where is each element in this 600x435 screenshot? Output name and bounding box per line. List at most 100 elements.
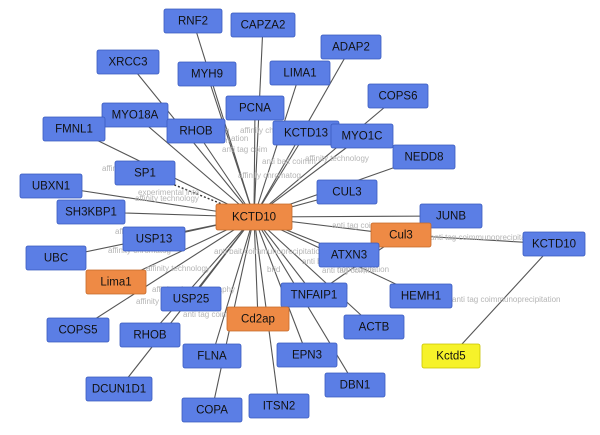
node-flna[interactable]: FLNA (182, 343, 242, 369)
node-label: CUL3 (332, 187, 361, 199)
node-box (181, 397, 243, 423)
node-lima1[interactable]: LIMA1 (269, 60, 331, 86)
node-lima1[interactable]: Lima1 (85, 269, 147, 295)
node-cops6[interactable]: COPS6 (367, 83, 429, 109)
node-tnfaip1[interactable]: TNFAIP1 (280, 282, 348, 308)
edge-label: brid (267, 265, 280, 274)
node-ubxn1[interactable]: UBXN1 (19, 173, 83, 199)
edge-KCTD10_hub-ACTB (253, 216, 375, 328)
node-label: KCTD13 (284, 128, 328, 140)
edge-KCTD10_hub-FLNA (211, 216, 255, 357)
node-box (166, 118, 226, 144)
node-box (330, 123, 394, 149)
node-box (46, 317, 110, 343)
node-cul3[interactable]: CUL3 (316, 179, 378, 205)
edge-KCTD10_hub-PCNA (253, 107, 256, 218)
edge-label: anti tag coim (222, 145, 268, 154)
node-box (114, 160, 176, 186)
node-box (215, 203, 293, 231)
node-box (316, 179, 378, 205)
edge-label: affinity technology (305, 154, 369, 163)
node-myh9[interactable]: MYH9 (177, 61, 237, 87)
node-box (119, 322, 181, 348)
node-copa[interactable]: COPA (181, 397, 243, 423)
node-label: HEMH1 (401, 291, 441, 303)
node-hemh1[interactable]: HEMH1 (389, 283, 453, 309)
node-label: FLNA (197, 351, 227, 363)
node-itsn2[interactable]: ITSN2 (248, 393, 310, 419)
node-myo1c[interactable]: MYO1C (330, 123, 394, 149)
node-xrcc3[interactable]: XRCC3 (96, 49, 160, 75)
node-adap2[interactable]: ADAP2 (320, 34, 382, 60)
node-label: PCNA (239, 103, 271, 115)
node-label: FMNL1 (55, 124, 93, 136)
edge-KCTD10_hub-MYH9 (206, 73, 255, 218)
node-nedd8[interactable]: NEDD8 (392, 144, 456, 170)
node-kctd13[interactable]: KCTD13 (272, 120, 340, 146)
node-pcna[interactable]: PCNA (225, 95, 285, 121)
node-label: Kctd5 (436, 351, 465, 363)
edge-KCTD10_hub-CAPZA2 (253, 24, 264, 218)
edge-label: affinity techn (136, 297, 181, 306)
node-usp13[interactable]: USP13 (122, 226, 186, 252)
edge-label: anti bait coimmunoprecipitation (214, 247, 324, 256)
edge-KCTD10_right-Kctd5 (450, 243, 555, 357)
node-box (160, 286, 222, 312)
node-cops5[interactable]: COPS5 (46, 317, 110, 343)
node-capza2[interactable]: CAPZA2 (230, 12, 296, 38)
node-kctd10-right[interactable]: KCTD10 (522, 231, 586, 257)
edge-label: affinity technology (146, 264, 210, 273)
node-label: ATXN3 (331, 250, 367, 262)
node-box (56, 199, 126, 225)
node-label: MYH9 (191, 69, 223, 81)
node-myo18a[interactable]: MYO18A (101, 102, 169, 128)
node-box (269, 60, 331, 86)
node-atxn3[interactable]: ATXN3 (318, 242, 380, 268)
node-box (101, 102, 169, 128)
node-box (19, 173, 83, 199)
node-label: Cul3 (389, 230, 413, 242)
node-sh3kbp1[interactable]: SH3KBP1 (56, 199, 126, 225)
node-dbn1[interactable]: DBN1 (324, 372, 386, 398)
node-label: COPS5 (59, 325, 98, 337)
node-label: SP1 (134, 168, 156, 180)
edge-label: anti tag coimmunoprecipitation (452, 295, 561, 304)
node-label: ITSN2 (263, 401, 296, 413)
node-label: UBXN1 (32, 181, 70, 193)
node-label: CAPZA2 (241, 20, 286, 32)
edge-label: ation (231, 134, 248, 143)
node-box (370, 222, 432, 248)
node-label: KCTD10 (232, 212, 276, 224)
node-junb[interactable]: JUNB (419, 203, 483, 229)
node-box (230, 12, 296, 38)
node-epn3[interactable]: EPN3 (276, 342, 338, 368)
node-box (96, 49, 160, 75)
node-rhob-bottom[interactable]: RHOB (119, 322, 181, 348)
node-dcun1d1[interactable]: DCUN1D1 (85, 376, 153, 402)
node-label: COPS6 (379, 91, 418, 103)
node-label: NEDD8 (405, 152, 444, 164)
node-sp1[interactable]: SP1 (114, 160, 176, 186)
node-actb[interactable]: ACTB (343, 314, 405, 340)
node-label: RNF2 (178, 16, 208, 28)
node-kctd10-hub[interactable]: KCTD10 (215, 203, 293, 231)
node-label: COPA (196, 405, 228, 417)
node-label: ADAP2 (332, 42, 370, 54)
node-box (177, 61, 237, 87)
node-box (522, 231, 586, 257)
node-box (419, 203, 483, 229)
node-usp25[interactable]: USP25 (160, 286, 222, 312)
node-box (324, 372, 386, 398)
edge-label: anti tag coim (332, 221, 378, 230)
edge-label: anti tag coim (183, 310, 229, 319)
node-cul3[interactable]: Cul3 (370, 222, 432, 248)
edge-KCTD10_hub-RHOB_bottom (149, 216, 255, 336)
node-rhob-top[interactable]: RHOB (166, 118, 226, 144)
node-cd2ap[interactable]: Cd2ap (226, 306, 290, 332)
node-fmnl1[interactable]: FMNL1 (42, 116, 106, 142)
node-ubc[interactable]: UBC (25, 245, 87, 271)
node-rnf2[interactable]: RNF2 (163, 8, 223, 34)
node-label: TNFAIP1 (291, 290, 338, 302)
node-kctd5[interactable]: Kctd5 (421, 343, 481, 369)
